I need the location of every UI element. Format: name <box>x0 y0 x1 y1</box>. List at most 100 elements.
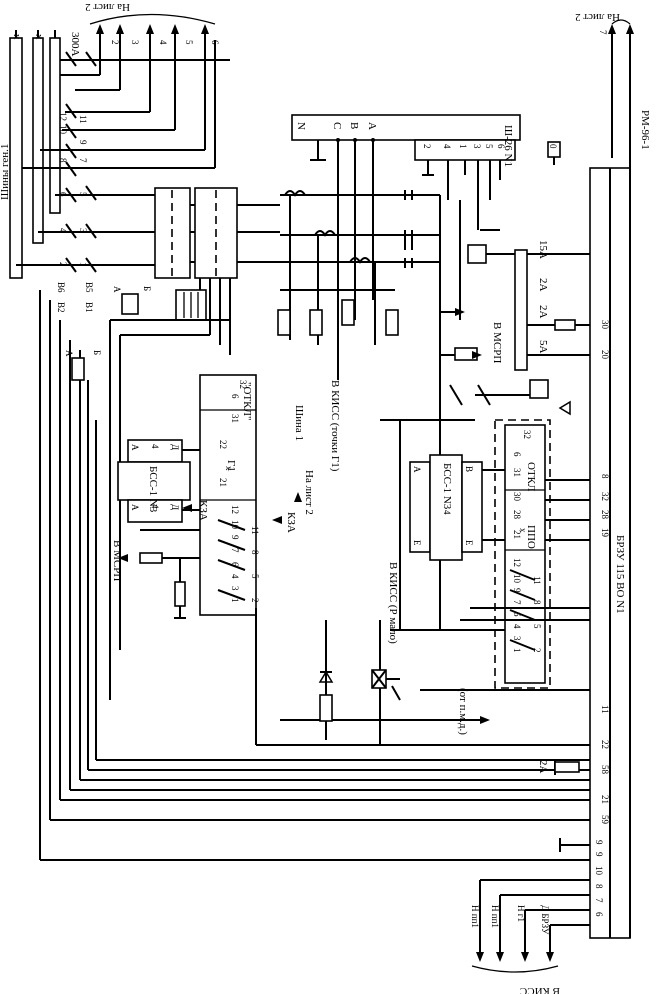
rrel-31: 31 <box>512 468 522 477</box>
lbss-d-top: Д <box>170 444 180 450</box>
brzu-pin-22: 22 <box>600 740 610 749</box>
lrel-4: 4 <box>230 574 240 579</box>
brzu-bpin-8: 8 <box>594 884 604 889</box>
from-sp-label: (от п.м.д.) <box>457 688 469 735</box>
brzu-pin-21: 21 <box>600 795 610 804</box>
rbss-b-bot: В <box>464 466 474 472</box>
brzu-bpin-10: 10 <box>594 866 604 876</box>
lrel-21: 21 <box>218 478 228 487</box>
lower-components <box>255 607 590 775</box>
main-wiring <box>277 190 590 630</box>
lbss-4-top: 4 <box>150 444 160 449</box>
b5-label: В5 <box>84 282 94 293</box>
lrel-5: 5 <box>250 574 260 579</box>
ppo-label: ППО <box>525 525 537 549</box>
rrel-3: 3 <box>512 636 522 641</box>
terminal-a: A <box>366 122 378 130</box>
out-num-7: 7 <box>598 30 608 35</box>
fuse-2a-mid: 2А <box>537 305 549 319</box>
phase-x-label: х <box>33 34 45 40</box>
sw-num-3: 3 <box>78 228 88 233</box>
top-switches <box>16 13 230 273</box>
b-label-mid: Б <box>92 350 102 355</box>
lrel-31: 31 <box>230 414 240 423</box>
sw-num-11: 11 <box>78 115 88 124</box>
lbss-d-bot: Д <box>170 504 180 510</box>
kiss-points-label: В КИСС (точки Г1) <box>329 380 341 472</box>
bottom-outputs <box>471 838 590 973</box>
lrel-6b: 6 <box>230 562 240 567</box>
a-label-top: А <box>112 286 122 293</box>
b6-label: В6 <box>56 282 66 293</box>
lrel-22: 22 <box>218 440 228 449</box>
rrel-11: 11 <box>532 576 542 585</box>
lrel-1: 1 <box>230 598 240 603</box>
to-sheet2-right: На лист 2 <box>575 11 620 23</box>
brzu-label: БРЗУ 115 ВО N1 <box>614 535 626 614</box>
a-label-mid: А <box>64 350 74 357</box>
lrel-11: 11 <box>250 526 260 535</box>
transformer-blocks <box>154 187 280 355</box>
sw-num-7: 7 <box>78 158 88 163</box>
sw-num-8: 8 <box>58 158 68 163</box>
lbss-a-top: А <box>130 444 140 451</box>
lrel-7: 7 <box>230 548 240 553</box>
sw-num-10: 10 <box>58 125 68 135</box>
terminal-n: N <box>295 122 307 130</box>
lrel-32: 32 <box>238 380 248 389</box>
lrel-3: 3 <box>230 586 240 591</box>
generator-buses <box>9 30 61 279</box>
sw-num-2: 2 <box>58 262 68 267</box>
rrel-9: 9 <box>512 588 522 593</box>
bus-bar-2 <box>32 37 44 244</box>
rrel-6b: 6 <box>512 612 522 617</box>
b2-label: В2 <box>56 302 66 313</box>
brzu-bpin-7: 7 <box>594 898 604 903</box>
out-num-6: 6 <box>210 40 220 45</box>
relay-otkl-left <box>117 374 302 619</box>
fuse-2a-top: 2А <box>537 278 549 292</box>
sw-num-4: 4 <box>58 228 68 233</box>
lrel-12: 12 <box>230 505 240 514</box>
brzu-bpin-9a: 9 <box>594 852 604 857</box>
sw-num-9: 9 <box>78 140 88 145</box>
out-num-2: 2 <box>110 40 120 45</box>
lbss-4-bot: 4 <box>150 504 160 509</box>
fuse-5a: 5А <box>537 340 549 354</box>
rrel-28: 28 <box>512 510 522 520</box>
bus1-label: Шина 1 <box>293 405 305 441</box>
bss-left-label: БСС-1 N3 <box>147 466 159 513</box>
otkl-right-label: ОТКЛ <box>525 462 537 492</box>
relay-pm-pin: 0 <box>548 144 558 149</box>
b1-label: В1 <box>84 302 94 313</box>
labels: Шины ген.1 к х На лист 2 На лист 2 РМ-96… <box>0 1 651 994</box>
brzu-bpin-9b: 9 <box>594 840 604 845</box>
brzu-pin-59: 59 <box>600 815 610 825</box>
to-kiss-pmain: В КИСС (Р мало) <box>387 562 399 644</box>
phase-k-label: к <box>11 34 23 40</box>
fuse-300-label: 300А <box>69 32 81 57</box>
brzu-pin-30: 30 <box>600 320 610 330</box>
lbss-a-bot: А <box>130 504 140 511</box>
lrel-9: 9 <box>230 535 240 540</box>
bss-right-label: БСС-1 N3 <box>441 463 453 510</box>
rbss-e-top: Е <box>412 540 422 546</box>
relay-pm-label: РМ-96-1 <box>639 110 651 150</box>
kiss-out-4: Д БРЗУ <box>540 905 550 935</box>
rrel-8: 8 <box>532 600 542 605</box>
kiss-out-3: Н г1 <box>516 905 526 922</box>
relay-otkl-right <box>390 419 590 689</box>
sw-num-1: 1 <box>78 262 88 267</box>
lrel-10: 10 <box>230 520 240 530</box>
brzu-pin-20: 20 <box>600 350 610 360</box>
rbss-4: 4 <box>442 510 452 515</box>
block-pin-2: 2 <box>422 144 432 149</box>
rrel-10: 10 <box>512 574 522 584</box>
out-num-5: 5 <box>184 40 194 45</box>
brzu-bpin-6: 6 <box>594 912 604 917</box>
g1-label: Г1 <box>225 460 237 472</box>
block-pin-6: 6 <box>496 144 506 149</box>
bus-bar-1 <box>9 37 23 279</box>
otkl-left-label: "ОТКЛ" <box>241 382 253 420</box>
rrel-2: 2 <box>532 648 542 653</box>
